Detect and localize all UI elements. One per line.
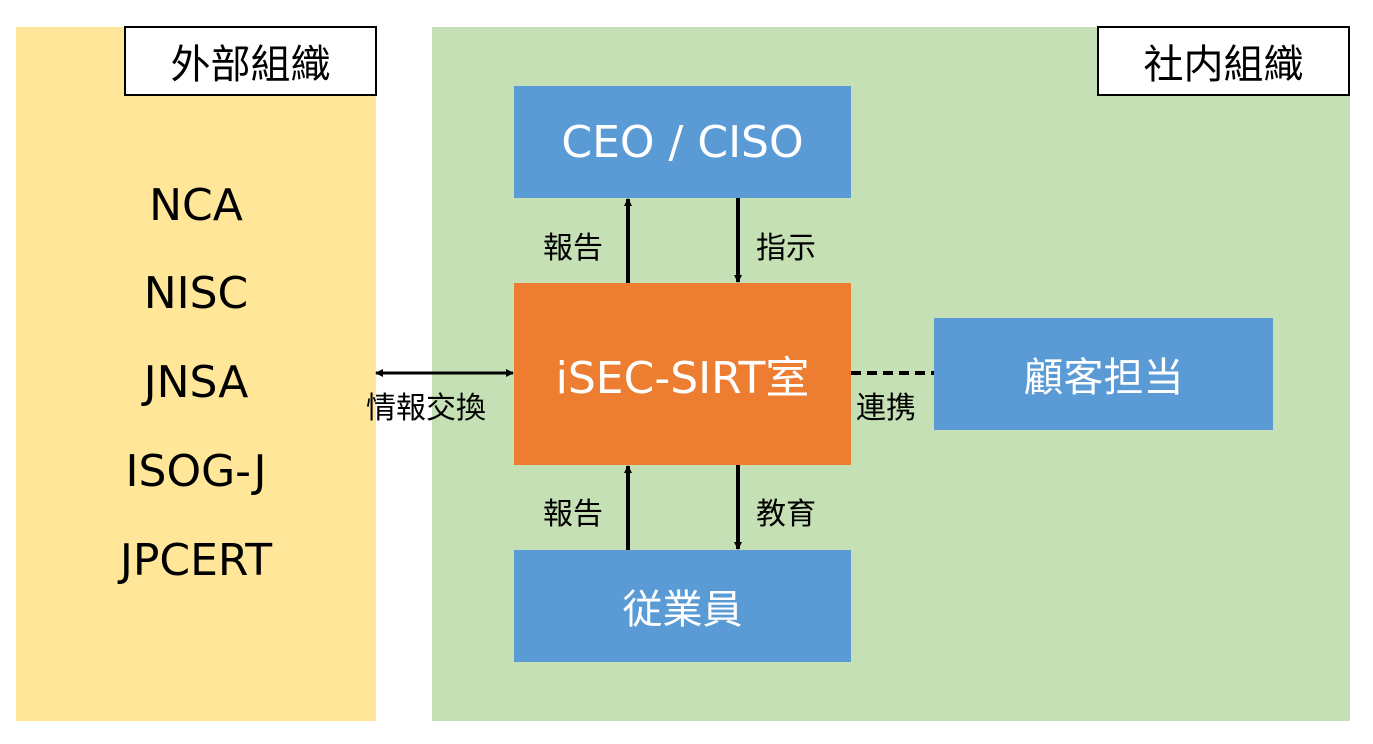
sirt-box: iSEC-SIRT室 bbox=[514, 283, 851, 465]
external-org-jnsa: JNSA bbox=[143, 357, 249, 408]
staff-box: 従業員 bbox=[514, 550, 851, 662]
ceo-ciso-box: CEO / CISO bbox=[514, 86, 851, 198]
external-org-isog-j: ISOG-J bbox=[125, 446, 267, 497]
staff-report-label: 報告 bbox=[543, 497, 603, 532]
external-org-panel bbox=[16, 27, 376, 721]
customer-rep-box: 顧客担当 bbox=[934, 318, 1273, 430]
report-label: 報告 bbox=[543, 231, 603, 266]
external-org-nisc: NISC bbox=[143, 268, 249, 319]
external-org-nca: NCA bbox=[149, 180, 243, 231]
external-org-jpcert: JPCERT bbox=[119, 535, 273, 586]
education-label: 教育 bbox=[756, 497, 816, 532]
internal-org-title: 社内組織 bbox=[1097, 26, 1350, 96]
cooperation-label: 連携 bbox=[856, 391, 916, 426]
external-org-title: 外部組織 bbox=[124, 26, 377, 96]
info-exchange-label: 情報交換 bbox=[366, 391, 486, 426]
instruct-label: 指示 bbox=[756, 231, 816, 266]
